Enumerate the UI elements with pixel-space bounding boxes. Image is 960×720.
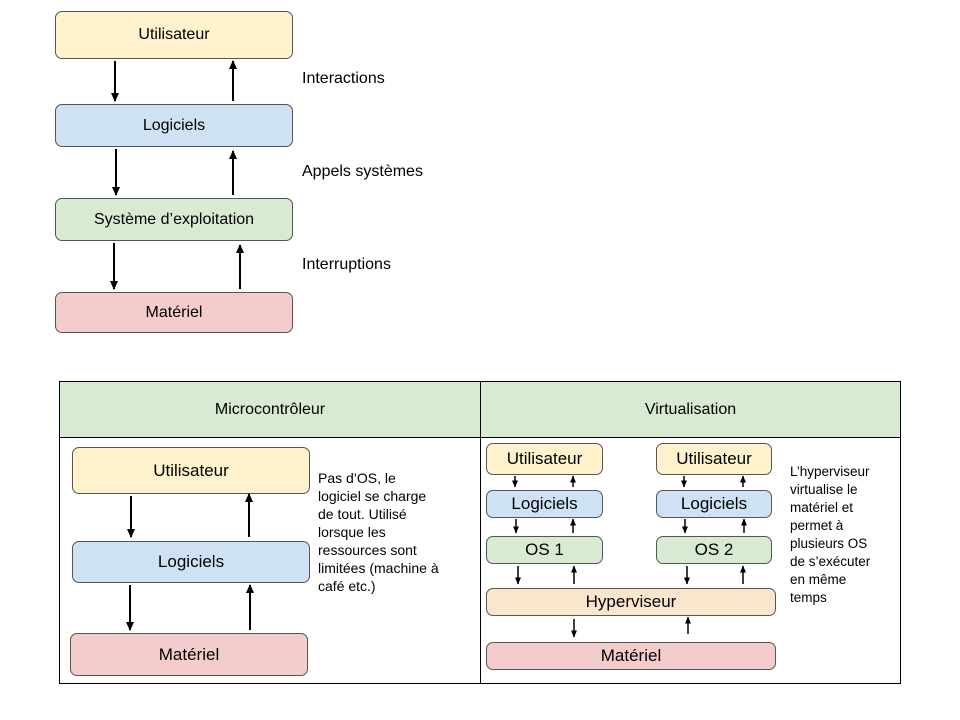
top-user-layer: Utilisateur xyxy=(55,11,293,59)
note-line: logiciel se charge xyxy=(318,488,427,504)
system-calls-label: Appels systèmes xyxy=(302,163,423,180)
vm1-user-layer: Utilisateur xyxy=(486,443,603,475)
micro-user-layer: Utilisateur xyxy=(72,447,310,494)
top-software-layer: Logiciels xyxy=(55,104,293,147)
microcontroller-panel: Microcontrôleur xyxy=(59,381,481,684)
microcontroller-title: Microcontrôleur xyxy=(60,382,480,438)
note-line: limitées (machine à xyxy=(318,560,439,576)
note-line: en même xyxy=(790,572,847,587)
micro-software-layer: Logiciels xyxy=(72,541,310,583)
note-line: plusieurs OS xyxy=(790,536,868,551)
top-hardware-layer: Matériel xyxy=(55,292,293,333)
virtualisation-panel: Virtualisation xyxy=(480,381,901,684)
note-line: ressources sont xyxy=(318,542,417,558)
note-line: temps xyxy=(790,590,827,605)
note-line: de s’exécuter xyxy=(790,554,871,569)
note-line: matériel et xyxy=(790,500,854,515)
note-line: Pas d’OS, le xyxy=(318,470,396,486)
micro-hardware-layer: Matériel xyxy=(70,633,308,676)
microcontroller-note: Pas d’OS, le logiciel se charge de tout.… xyxy=(318,469,439,595)
note-line: virtualise le xyxy=(790,482,858,497)
hypervisor-layer: Hyperviseur xyxy=(486,588,776,616)
vm1-software-layer: Logiciels xyxy=(486,490,603,518)
virtualisation-note: L’hyperviseur virtualise le matériel et … xyxy=(790,463,870,607)
note-line: permet à xyxy=(790,518,844,533)
note-line: L’hyperviseur xyxy=(790,464,870,479)
vm2-os-layer: OS 2 xyxy=(656,536,772,564)
top-os-layer: Système d’exploitation xyxy=(55,198,293,241)
note-line: lorsque les xyxy=(318,524,386,540)
interrupts-label: Interruptions xyxy=(302,256,391,273)
vm2-software-layer: Logiciels xyxy=(656,490,772,518)
note-line: café etc.) xyxy=(318,578,376,594)
virtualisation-title: Virtualisation xyxy=(481,382,900,438)
note-line: de tout. Utilisé xyxy=(318,506,407,522)
vm1-os-layer: OS 1 xyxy=(486,536,603,564)
interactions-label: Interactions xyxy=(302,70,385,87)
vm2-user-layer: Utilisateur xyxy=(656,443,772,475)
virt-hardware-layer: Matériel xyxy=(486,642,776,670)
